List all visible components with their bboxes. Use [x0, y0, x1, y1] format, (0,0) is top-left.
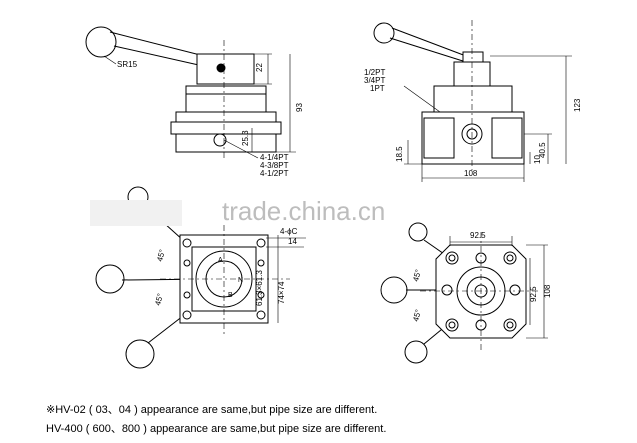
- label-sr15: SR15: [117, 60, 138, 69]
- front-view: 22 93 25.3 SR15 4-1/4PT 4-3/8PT 4-1/2PT: [85, 26, 304, 178]
- top-view-b: 45° 45° 92.5 92.5 108: [380, 222, 552, 364]
- handle-ball-top-b-2: [380, 276, 408, 304]
- valve-body-front: [185, 85, 267, 113]
- dim-top-a-outer: 74×74: [277, 281, 286, 304]
- handle-ball-top-b-3: [404, 340, 428, 364]
- dim-side-port-center: 40.5: [538, 142, 547, 158]
- note-line-1: ※HV-02 ( 03、04 ) appearance are same,but…: [46, 404, 378, 416]
- port-label-front-1: 4-1/4PT: [260, 153, 289, 162]
- top-view-a: A N B 45° 45° 4-ϕC 14 61.3×61.3 74×74: [95, 186, 306, 369]
- handle-ball-top-a-2: [95, 264, 125, 294]
- handle-ball-side: [373, 22, 395, 44]
- note-line-2: HV-400 ( 600、800 ) appearance are same,b…: [46, 423, 387, 435]
- angle-top-a-1: 45°: [155, 248, 167, 262]
- port-label-side-2: 3/4PT: [364, 76, 385, 85]
- handle-ball-top-b-1: [408, 222, 428, 242]
- angle-top-a-2: 45°: [153, 292, 165, 306]
- dim-side-base: 10: [533, 155, 542, 164]
- port-front: [213, 133, 227, 147]
- handle-ball-top-a-3: [125, 339, 155, 369]
- dim-top-b-top: 92.5: [470, 231, 486, 240]
- mount-holes-label: 4-ϕC: [280, 227, 298, 236]
- side-view: 1/2PT 3/4PT 1PT 123 40.5 10 18.5 108: [364, 20, 582, 182]
- svg-text:A: A: [218, 257, 223, 264]
- angle-top-b-1: 45°: [411, 268, 423, 282]
- handle-ball-front: [85, 26, 117, 58]
- port-label-front-2: 4-3/8PT: [260, 161, 289, 170]
- valve-body-side: [433, 85, 513, 113]
- dim-front-top: 22: [255, 63, 264, 72]
- port-label-side-1: 1/2PT: [364, 68, 385, 77]
- port-label-side-3: 1PT: [370, 84, 385, 93]
- port-label-front-3: 4-1/2PT: [260, 169, 289, 178]
- dim-top-a-14: 14: [288, 237, 297, 246]
- angle-top-b-2: 45°: [411, 308, 423, 322]
- dim-side-width: 108: [464, 169, 478, 178]
- svg-text:B: B: [228, 292, 233, 299]
- watermark: trade.china.cn: [222, 196, 385, 226]
- dim-side-height: 123: [573, 98, 582, 112]
- dim-top-a-inner: 61.3×61.3: [255, 270, 264, 306]
- dim-top-b-outer: 108: [543, 284, 552, 298]
- dim-top-b-inner: 92.5: [529, 286, 538, 302]
- svg-text:N: N: [238, 277, 243, 284]
- blur-patch: [90, 200, 182, 226]
- dim-front-height: 93: [295, 103, 304, 112]
- dim-side-left: 18.5: [395, 146, 404, 162]
- stem-block-front: [196, 53, 255, 85]
- dim-front-port: 25.3: [241, 130, 250, 146]
